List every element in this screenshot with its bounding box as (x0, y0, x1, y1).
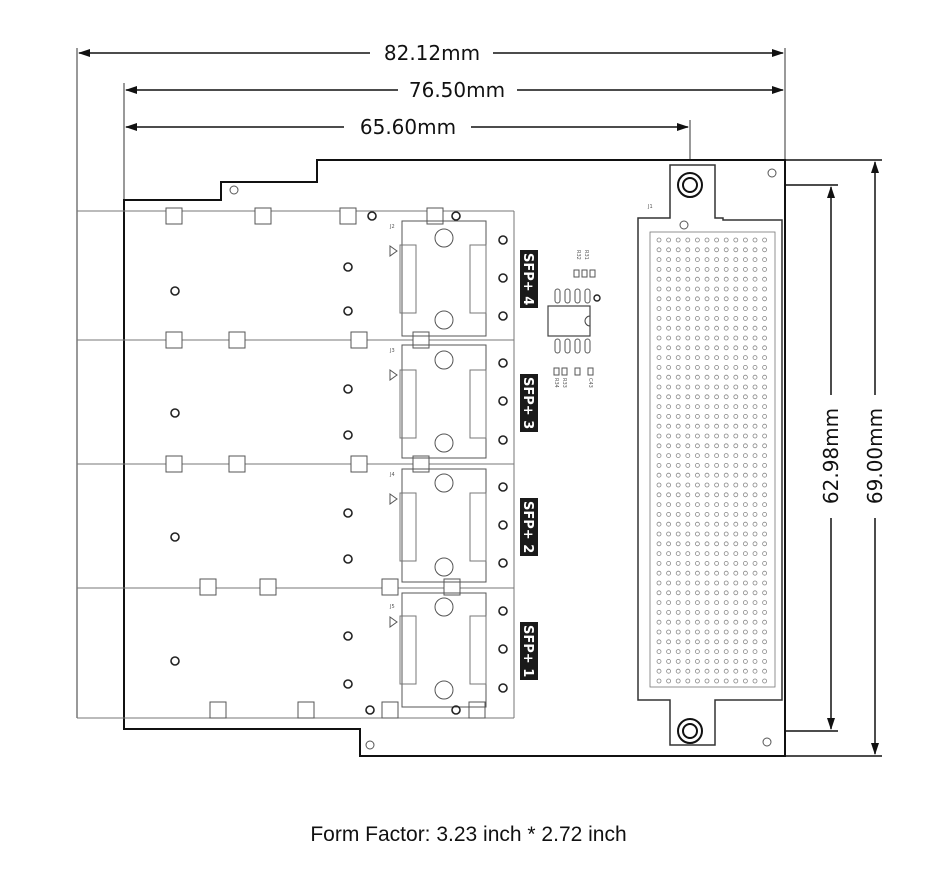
silk-r34: R34 (553, 378, 559, 388)
mount-hole-small (762, 737, 772, 747)
svg-text:SFP+ 3: SFP+ 3 (520, 377, 535, 429)
mount-hole-small (679, 220, 689, 230)
dimension-width-board: 76.50mm (123, 78, 784, 200)
svg-text:SFP+ 4: SFP+ 4 (520, 253, 535, 305)
sfp-cage-2: J4 (389, 468, 487, 583)
silk-c43: C43 (587, 378, 593, 388)
sfp-label-2: SFP+ 2 (520, 498, 538, 556)
sfp-label-3: SFP+ 3 (520, 374, 538, 432)
sfp-cage-1: J5 (389, 592, 487, 708)
silk-j5: J5 (389, 604, 395, 610)
mount-hole-small (767, 168, 777, 178)
dim-label-hole-width: 65.60mm (360, 115, 456, 139)
pin-grid (656, 237, 767, 684)
dim-label-hole-height: 62.98mm (819, 408, 843, 504)
svg-text:SFP+ 1: SFP+ 1 (520, 625, 535, 677)
edge-connector-j1: J1 (637, 164, 783, 746)
dim-label-overall-width: 82.12mm (384, 41, 480, 65)
silk-r33: R33 (561, 378, 567, 388)
form-factor-caption: Form Factor: 3.23 inch * 2.72 inch (310, 823, 627, 846)
dimension-width-overall: 82.12mm (76, 41, 786, 718)
silk-j3: J3 (389, 348, 395, 354)
silk-r31: R31 (583, 250, 589, 260)
sfp-label-1: SFP+ 1 (520, 622, 538, 680)
mount-hole-small (229, 185, 239, 195)
ic-chip: R32 R31 R34 R33 C43 (547, 250, 601, 388)
mount-hole-top (677, 172, 703, 198)
sfp-label-4: SFP+ 4 (520, 250, 538, 308)
silk-r32: R32 (575, 250, 581, 260)
mount-hole-small (365, 740, 375, 750)
silk-j4: J4 (389, 472, 395, 478)
port-separators (77, 210, 515, 719)
dim-label-board-width: 76.50mm (409, 78, 505, 102)
port-vias (170, 211, 508, 715)
dim-label-overall-height: 69.00mm (863, 408, 887, 504)
mount-hole-bottom (677, 718, 703, 744)
silk-j1: J1 (647, 204, 653, 210)
svg-text:SFP+ 2: SFP+ 2 (520, 501, 535, 553)
sfp-cage-4: J2 (389, 220, 487, 337)
sfp-cage-3: J3 (389, 344, 487, 459)
silk-j2: J2 (389, 224, 395, 230)
